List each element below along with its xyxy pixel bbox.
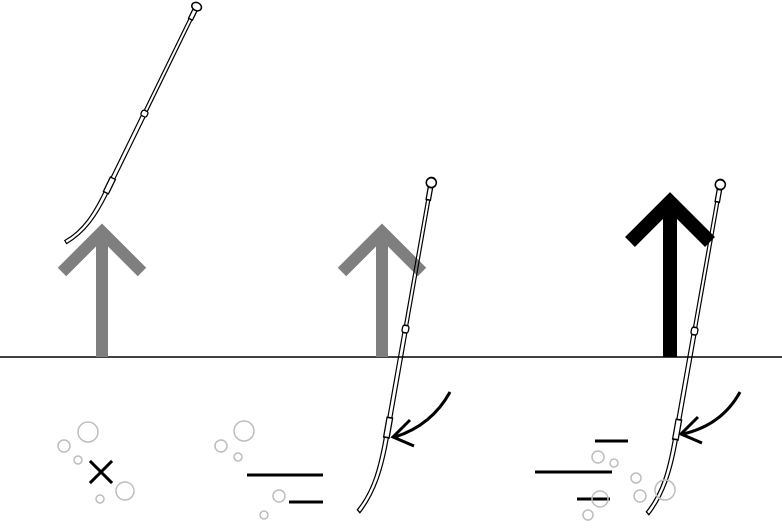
gray-up-arrow [62, 232, 142, 357]
rod [646, 177, 726, 518]
bubbles [58, 422, 134, 503]
rod [64, 0, 203, 251]
x-mark [91, 462, 111, 482]
speed-lines [535, 441, 628, 499]
rod [357, 175, 437, 516]
curved-arrow [393, 392, 450, 446]
curved-arrow [681, 392, 740, 443]
black-up-arrow [630, 202, 710, 357]
bubbles [215, 421, 285, 519]
panel-left [58, 0, 203, 503]
panel-right [535, 177, 740, 520]
panel-middle [215, 175, 450, 519]
